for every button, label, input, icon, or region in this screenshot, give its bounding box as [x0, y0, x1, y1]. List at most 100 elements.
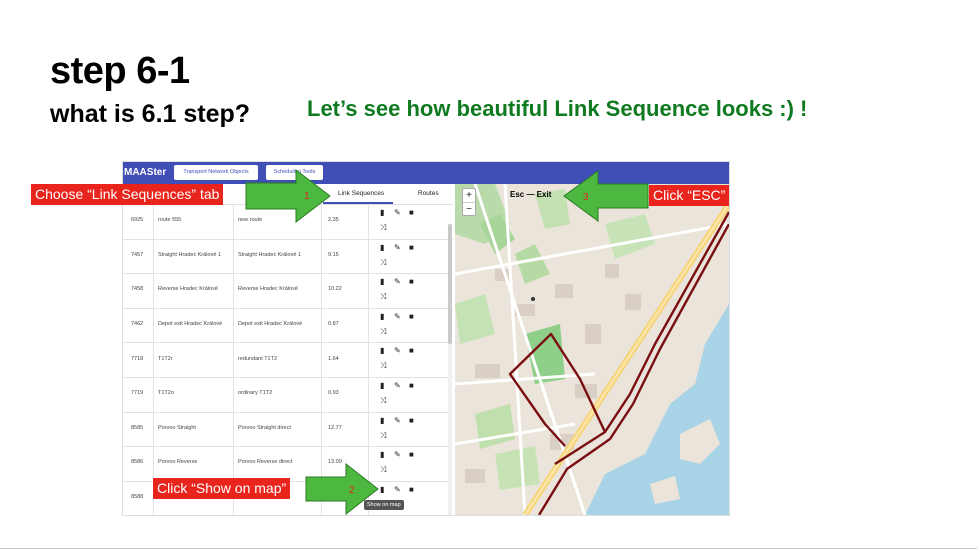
annotation-choose-tab: Choose “Link Sequences” tab: [31, 184, 224, 205]
column-divider: [153, 273, 154, 308]
zoom-in-button[interactable]: +: [466, 190, 472, 201]
cell-name: Porvoo Straight: [158, 424, 196, 431]
row-actions: ▮ ✎ ■ ⤨: [378, 273, 433, 308]
map-icon[interactable]: ▮: [380, 208, 385, 217]
cell-name: route 555: [158, 217, 182, 224]
column-divider: [321, 238, 322, 274]
shuffle-icon[interactable]: ⤨: [380, 223, 387, 232]
column-divider: [368, 342, 369, 377]
shuffle-icon[interactable]: ⤨: [380, 257, 387, 267]
map-view[interactable]: + − Esc — Exit: [455, 184, 729, 515]
table-scroll-thumb[interactable]: [448, 224, 452, 344]
column-divider: [368, 307, 369, 343]
edit-icon[interactable]: ✎: [394, 346, 401, 356]
map-icon[interactable]: ▮: [380, 415, 385, 425]
cell-description: redundant T1T2: [238, 355, 278, 362]
nav-scheduling-tools[interactable]: Scheduling Tools: [266, 165, 323, 180]
column-divider: [153, 238, 154, 274]
cell-length: 13.00: [328, 459, 342, 466]
map-icon[interactable]: ▮: [380, 346, 385, 356]
delete-icon[interactable]: ■: [409, 242, 414, 252]
delete-icon[interactable]: ■: [409, 484, 414, 494]
column-divider: [153, 204, 154, 239]
tab-link-sequences[interactable]: Link Sequences: [338, 190, 385, 197]
edit-icon[interactable]: ✎: [394, 277, 401, 287]
shuffle-icon[interactable]: ⤨: [380, 396, 387, 405]
delete-icon[interactable]: ■: [409, 277, 414, 287]
table-scrollbar[interactable]: [448, 224, 452, 515]
cell-length: 0.87: [328, 321, 339, 328]
column-divider: [233, 446, 234, 481]
map-icon[interactable]: ▮: [380, 242, 385, 252]
cell-length: 12.77: [328, 424, 342, 431]
shuffle-icon[interactable]: ⤨: [380, 465, 387, 475]
show-on-map-tooltip: Show on map: [364, 500, 404, 510]
step-3-number: 3: [583, 192, 589, 203]
edit-icon[interactable]: ✎: [394, 381, 401, 390]
delete-icon[interactable]: ■: [409, 311, 414, 321]
column-divider: [368, 273, 369, 308]
map-icon[interactable]: ▮: [380, 277, 385, 287]
active-tab-indicator: [323, 202, 393, 204]
column-divider: [153, 411, 154, 447]
row-actions: ▮ ✎ ■ ⤨: [378, 446, 433, 481]
column-divider: [368, 411, 369, 447]
nav-transport-network-objects[interactable]: Transport Network Objects: [174, 165, 258, 180]
map-icon[interactable]: ▮: [380, 450, 385, 460]
column-divider: [233, 204, 234, 239]
shuffle-icon[interactable]: ⤨: [380, 292, 387, 302]
column-divider: [233, 273, 234, 308]
arrow-1: [245, 168, 331, 224]
column-divider: [153, 342, 154, 377]
cell-description: ordinary T1T2: [238, 390, 273, 397]
cell-id: 7719: [131, 390, 144, 397]
shuffle-icon[interactable]: ⤨: [380, 361, 387, 371]
row-actions: ▮ ✎ ■ ⤨: [378, 377, 433, 412]
delete-icon[interactable]: ■: [409, 208, 414, 217]
slide-bottom-rule: [0, 548, 977, 549]
tab-routes[interactable]: Routes: [418, 190, 439, 197]
cell-id: 8588: [131, 494, 144, 501]
column-divider: [368, 446, 369, 481]
annotation-click-esc: Click “ESC”: [649, 185, 730, 206]
edit-icon[interactable]: ✎: [394, 450, 401, 460]
app-brand: MAASter: [124, 167, 167, 178]
column-divider: [233, 342, 234, 377]
column-divider: [233, 411, 234, 447]
cell-id: 7718: [131, 355, 144, 362]
esc-exit-label[interactable]: Esc — Exit: [510, 190, 552, 199]
cell-description: Porvoo Straight direct: [238, 424, 291, 431]
column-divider: [233, 377, 234, 412]
cell-length: 10.22: [328, 286, 342, 293]
zoom-control: + −: [462, 188, 476, 216]
arrow-3: [563, 170, 649, 222]
cell-name: Straight Hradec Králové 1: [158, 251, 221, 258]
column-divider: [321, 307, 322, 343]
column-divider: [368, 238, 369, 274]
slide-subtitle: what is 6.1 step?: [50, 100, 251, 128]
map-icon[interactable]: ▮: [380, 484, 385, 494]
column-divider: [321, 446, 322, 481]
delete-icon[interactable]: ■: [409, 381, 414, 390]
shuffle-icon[interactable]: ⤨: [380, 430, 387, 440]
delete-icon[interactable]: ■: [409, 450, 414, 460]
zoom-out-button[interactable]: −: [463, 202, 475, 216]
edit-icon[interactable]: ✎: [394, 311, 401, 321]
app-bar: MAASter Transport Network Objects Schedu…: [123, 162, 729, 184]
column-divider: [368, 377, 369, 412]
shuffle-icon[interactable]: ⤨: [380, 326, 387, 336]
column-divider: [321, 377, 322, 412]
delete-icon[interactable]: ■: [409, 346, 414, 356]
column-divider: [233, 238, 234, 274]
edit-icon[interactable]: ✎: [394, 484, 401, 494]
map-icon[interactable]: ▮: [380, 381, 385, 390]
map-icon[interactable]: ▮: [380, 311, 385, 321]
edit-icon[interactable]: ✎: [394, 208, 401, 217]
delete-icon[interactable]: ■: [409, 415, 414, 425]
edit-icon[interactable]: ✎: [394, 242, 401, 252]
edit-icon[interactable]: ✎: [394, 415, 401, 425]
